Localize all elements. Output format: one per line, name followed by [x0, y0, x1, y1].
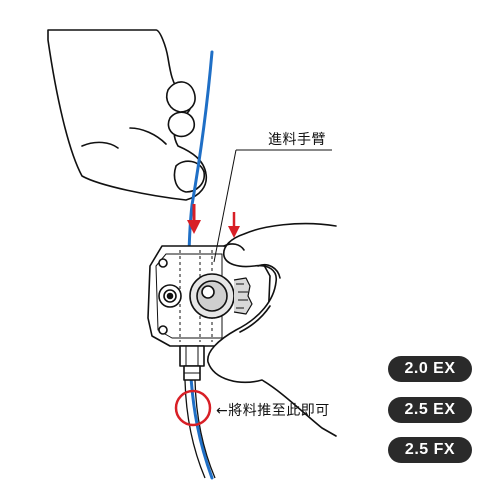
right-hand — [207, 222, 337, 437]
upper-hand — [47, 29, 208, 201]
extruder-body — [147, 245, 271, 381]
filament-push-arrow — [187, 204, 201, 234]
model-badge-2-5-fx: 2.5 FX — [388, 437, 472, 463]
feed-arm-leader — [213, 149, 332, 263]
push-target-circle — [174, 389, 212, 427]
downward-arrows — [187, 204, 240, 238]
arm-press-arrow — [228, 212, 240, 238]
push-instruction-label: ←將料推至此即可 — [216, 403, 330, 419]
ptfe-tube — [184, 379, 216, 479]
feed-arm-label: 進料手臂 — [268, 132, 326, 148]
model-badge-2-0-ex: 2.0 EX — [388, 356, 472, 382]
model-badge-2-5-ex: 2.5 EX — [388, 397, 472, 423]
